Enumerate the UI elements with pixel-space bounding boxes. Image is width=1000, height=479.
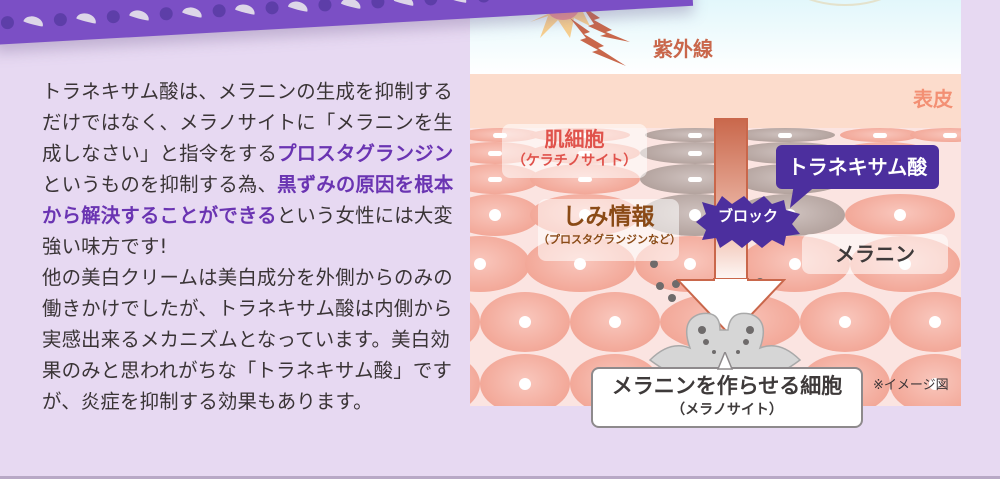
tranexamic-acid-badge: トラネキサム酸 bbox=[776, 145, 939, 189]
highlight-prostaglandin: プロスタグランジン bbox=[277, 142, 454, 165]
callout-tail bbox=[716, 352, 734, 370]
paragraph-2: 他の美白クリームは美白成分を外側からのみの働きかけでしたが、トラネキサム酸は内側… bbox=[42, 266, 453, 413]
uv-ray-icon bbox=[570, 6, 630, 66]
epidermis-label: 表皮 bbox=[913, 87, 953, 111]
melanin-label: メラニン bbox=[802, 234, 948, 274]
block-burst-icon bbox=[696, 196, 800, 248]
mechanism-illustration: 紫外線 表皮 bbox=[470, 0, 961, 406]
melanocyte-shape bbox=[648, 312, 802, 380]
uv-label: 紫外線 bbox=[653, 37, 713, 61]
skin-cell-label: 肌細胞 （ケラチノサイト） bbox=[502, 124, 647, 178]
highlight-root-cause: 黒ずみの原因を根本から解決することができる bbox=[42, 173, 454, 227]
bottom-divider bbox=[0, 476, 1000, 479]
badge-tail bbox=[790, 184, 818, 208]
block-label: ブロック bbox=[717, 207, 778, 225]
spot-info-label: しみ情報 （プロスタグランジンなど） bbox=[538, 199, 681, 261]
melanocyte-label: メラニンを作らせる細胞 （メラノサイト） bbox=[591, 367, 863, 428]
image-note: ※イメージ図 bbox=[873, 378, 949, 393]
article-text: トラネキサム酸は、メラニンの生成を抑制するだけではなく、メラノサイトに「メラニン… bbox=[42, 76, 462, 417]
paragraph-1: トラネキサム酸は、メラニンの生成を抑制するだけではなく、メラノサイトに「メラニン… bbox=[42, 80, 454, 258]
